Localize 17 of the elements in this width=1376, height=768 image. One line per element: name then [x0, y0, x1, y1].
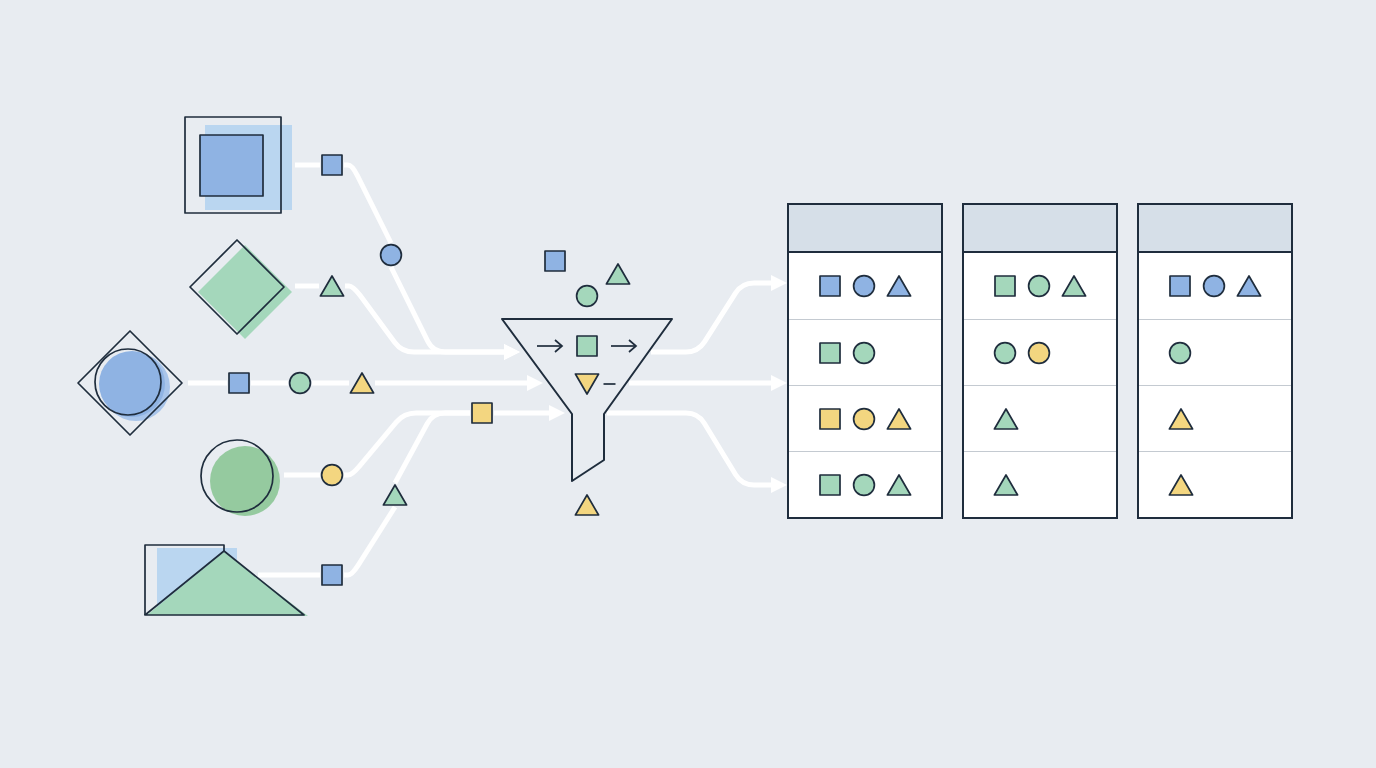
arrow: [629, 375, 787, 391]
connector-line: [258, 572, 320, 578]
connector-line: [251, 380, 288, 386]
connector-line: [344, 505, 398, 578]
arrow: [494, 405, 565, 421]
connector-line: [284, 472, 320, 478]
arrow: [375, 375, 543, 391]
arrow: [607, 410, 787, 493]
table: [787, 203, 943, 519]
table: [962, 203, 1118, 519]
arrow: [651, 275, 787, 355]
connector-line: [295, 162, 320, 168]
connector-line: [392, 410, 470, 485]
connector-line: [344, 162, 394, 245]
connector-line: [312, 380, 349, 386]
connector-line: [188, 380, 227, 386]
table: [1137, 203, 1293, 519]
